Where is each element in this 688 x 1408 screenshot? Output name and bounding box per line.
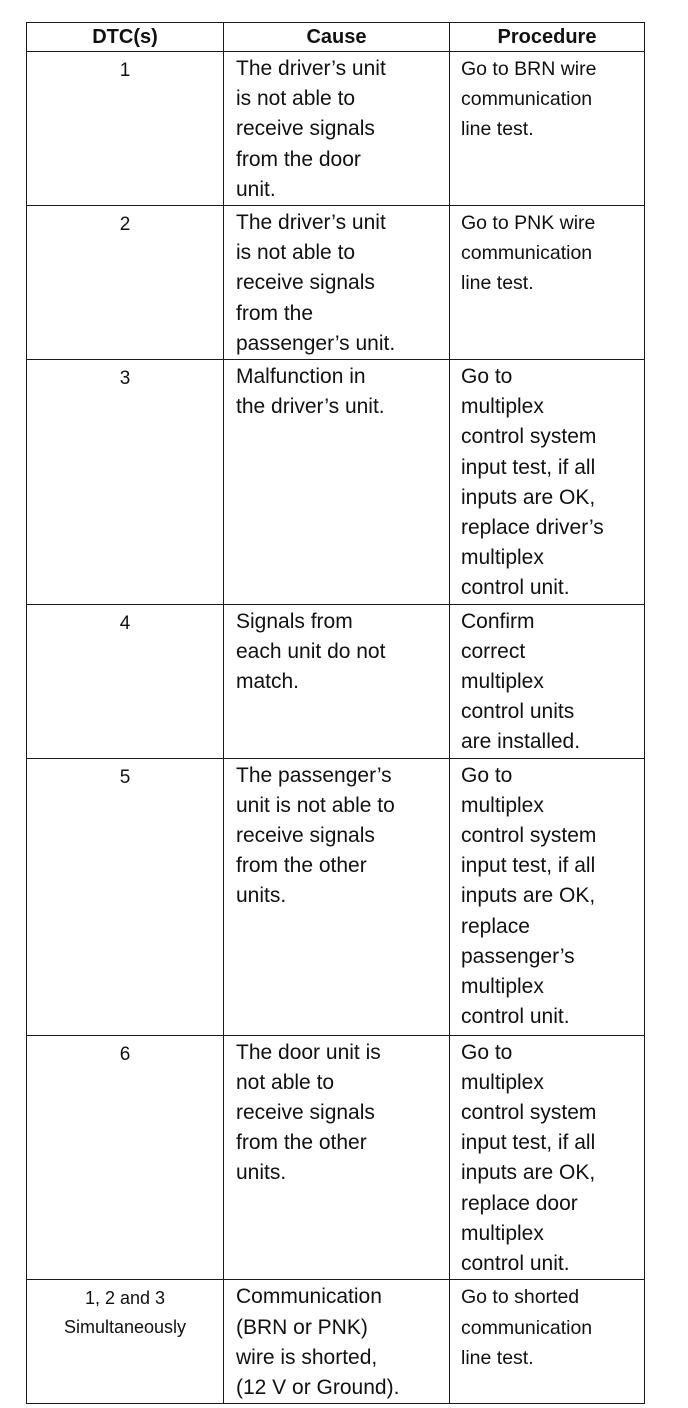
- dtc-cell: 4: [26, 603, 224, 759]
- procedure-text: Go to shorted communication line test.: [461, 1286, 593, 1369]
- table-row: 6 The door unit is not able to receive s…: [26, 1034, 645, 1281]
- cause-cell: The door unit is not able to receive sig…: [223, 1034, 450, 1281]
- header-row: DTC(s) Cause Procedure: [26, 22, 645, 52]
- procedure-text: Go to PNK wire communication line test.: [461, 212, 596, 295]
- dtc-cell: 5: [26, 757, 224, 1036]
- procedure-cell: Go to multiplex control system input tes…: [449, 359, 645, 605]
- table-row: 3 Malfunction in the driver’s unit. Go t…: [26, 359, 645, 605]
- dtc-code: 6: [119, 1043, 131, 1065]
- cause-text: The door unit is not able to receive sig…: [236, 1040, 381, 1185]
- table-body: 1 The driver’s unit is not able to recei…: [26, 50, 645, 1405]
- dtc-cell: 1: [26, 50, 224, 207]
- dtc-cell: 2: [26, 205, 224, 361]
- procedure-text: Go to multiplex control system input tes…: [461, 763, 597, 1029]
- procedure-cell: Go to multiplex control system input tes…: [449, 757, 645, 1036]
- table-row: 1 The driver’s unit is not able to recei…: [26, 50, 645, 207]
- dtc-table: DTC(s) Cause Procedure 1 The driver’s un…: [26, 22, 645, 1405]
- procedure-cell: Go to BRN wire communication line test.: [449, 50, 645, 207]
- procedure-text: Confirm correct multiplex control units …: [461, 609, 581, 754]
- dtc-code: 4: [119, 612, 131, 634]
- procedure-text: Go to BRN wire communication line test.: [461, 58, 597, 141]
- cause-text: Communication (BRN or PNK) wire is short…: [236, 1285, 400, 1399]
- header-dtc: DTC(s): [26, 22, 224, 52]
- dtc-cell: 6: [26, 1034, 224, 1281]
- dtc-cell: 1, 2 and 3 Simultaneously: [26, 1279, 224, 1405]
- procedure-text: Go to multiplex control system input tes…: [461, 1040, 597, 1276]
- table-row: 1, 2 and 3 Simultaneously Communication …: [26, 1279, 645, 1405]
- cause-cell: The passenger’s unit is not able to rece…: [223, 757, 450, 1036]
- dtc-code: 1, 2 and 3 Simultaneously: [63, 1288, 187, 1338]
- dtc-code: 2: [119, 214, 131, 236]
- dtc-code: 5: [119, 766, 131, 788]
- table-row: 2 The driver’s unit is not able to recei…: [26, 205, 645, 361]
- procedure-cell: Go to PNK wire communication line test.: [449, 205, 645, 361]
- cause-text: Malfunction in the driver’s unit.: [236, 365, 385, 419]
- table-header: DTC(s) Cause Procedure: [26, 22, 645, 52]
- cause-cell: Signals from each unit do not match.: [223, 603, 450, 759]
- dtc-code: 1: [119, 60, 131, 81]
- cause-cell: Communication (BRN or PNK) wire is short…: [223, 1279, 450, 1405]
- procedure-text: Go to multiplex control system input tes…: [461, 365, 604, 600]
- procedure-cell: Go to shorted communication line test.: [449, 1279, 645, 1405]
- table-row: 4 Signals from each unit do not match. C…: [26, 603, 645, 759]
- procedure-cell: Go to multiplex control system input tes…: [449, 1034, 645, 1281]
- cause-text: Signals from each unit do not match.: [236, 609, 386, 694]
- cause-cell: Malfunction in the driver’s unit.: [223, 359, 450, 605]
- cause-cell: The driver’s unit is not able to receive…: [223, 50, 450, 207]
- cause-text: The driver’s unit is not able to receive…: [236, 57, 386, 201]
- header-procedure: Procedure: [449, 22, 645, 52]
- cause-cell: The driver’s unit is not able to receive…: [223, 205, 450, 361]
- dtc-cell: 3: [26, 359, 224, 605]
- procedure-cell: Confirm correct multiplex control units …: [449, 603, 645, 759]
- cause-text: The driver’s unit is not able to receive…: [236, 211, 396, 355]
- table-row: 5 The passenger’s unit is not able to re…: [26, 757, 645, 1036]
- cause-text: The passenger’s unit is not able to rece…: [236, 763, 395, 908]
- header-cause: Cause: [223, 22, 450, 52]
- dtc-code: 3: [119, 368, 131, 390]
